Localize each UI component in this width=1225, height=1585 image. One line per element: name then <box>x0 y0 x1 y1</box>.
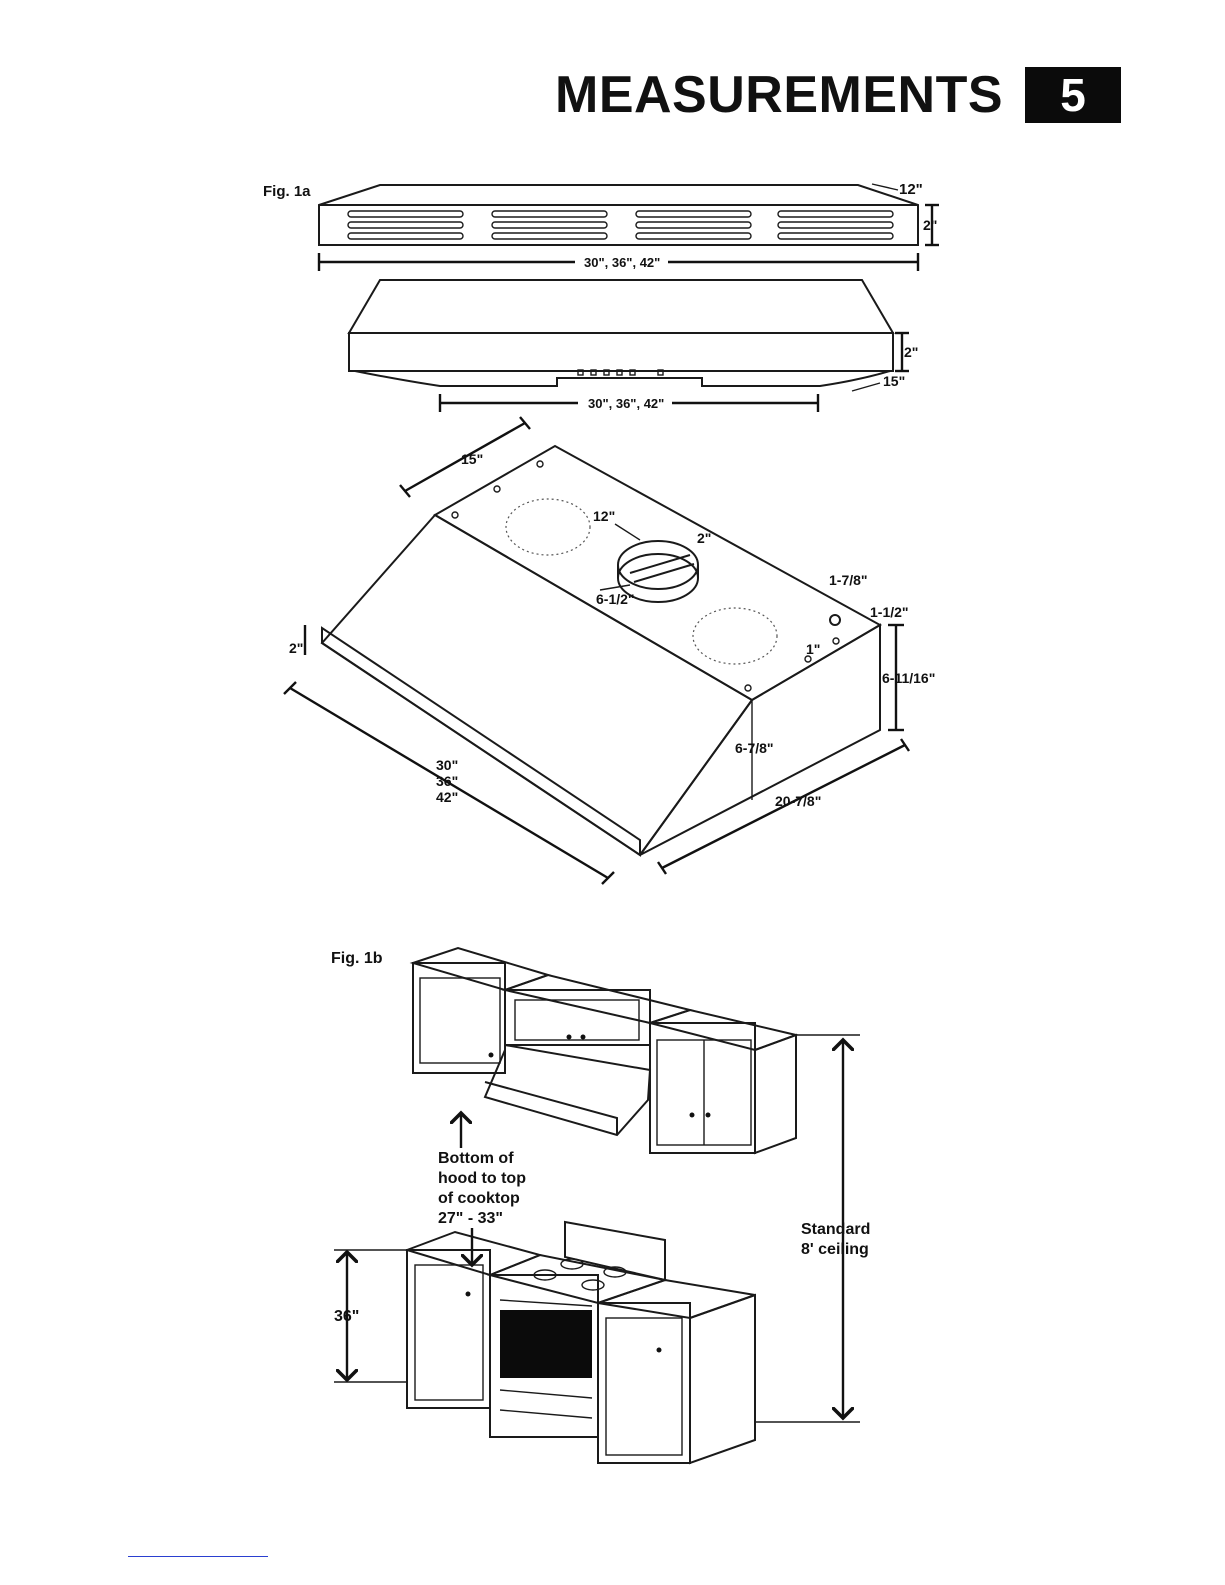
iso-duct-offset-label: 12" <box>593 508 615 524</box>
page-title: MEASUREMENTS <box>555 66 1003 124</box>
ceiling-line-2: 8' ceiling <box>801 1241 869 1258</box>
iso-hole-offset-label: 1-1/2" <box>870 604 909 620</box>
front-view-drawing <box>349 280 909 412</box>
iso-side-height-label: 6-7/8" <box>735 740 774 756</box>
top-view-width-label: 30", 36", 42" <box>584 255 660 270</box>
iso-bottom-depth-label: 20-7/8" <box>775 793 821 809</box>
upper-cabinets-drawing <box>413 948 796 1153</box>
iso-back-height-label: 6-11/16" <box>882 670 935 686</box>
fig-1a-isometric-view: 15" 12" 2" 6-1/2" 1-7/8" 1-1/2" 1" 6-11/… <box>0 415 1225 895</box>
top-view-depth-label: 12" <box>899 181 923 198</box>
fig-1b-label: Fig. 1b <box>331 950 383 967</box>
clearance-line-3: of cooktop <box>438 1190 520 1207</box>
clearance-line-1: Bottom of <box>438 1150 514 1167</box>
iso-slot-offset-label: 1" <box>806 641 820 657</box>
front-view-width-label: 30", 36", 42" <box>588 396 664 411</box>
iso-collar-height-label: 2" <box>697 530 711 546</box>
page-header: MEASUREMENTS 5 <box>555 66 1121 124</box>
top-view-height-label: 2" <box>923 217 937 233</box>
iso-width-36-label: 36" <box>436 773 458 789</box>
fig-1a-orthographic-views: Fig. 1a 30", 36", 42" 12" 2" <box>0 170 1225 420</box>
iso-front-height-label: 2" <box>289 640 303 656</box>
iso-width-30-label: 30" <box>436 757 458 773</box>
base-cabinets-drawing <box>407 1222 755 1463</box>
clearance-line-4: 27" - 33" <box>438 1210 503 1227</box>
fig-1b-installation: Fig. 1b <box>0 935 1225 1495</box>
front-view-depth-label: 15" <box>883 373 905 389</box>
clearance-line-2: hood to top <box>438 1170 526 1187</box>
counter-height-label: 36" <box>334 1308 359 1325</box>
iso-hole-dia-label: 1-7/8" <box>829 572 868 588</box>
fig-1a-label: Fig. 1a <box>263 183 311 200</box>
ceiling-line-1: Standard <box>801 1221 870 1238</box>
front-view-height-label: 2" <box>904 344 918 360</box>
page-number-badge: 5 <box>1025 67 1121 123</box>
iso-depth-top-label: 15" <box>461 451 483 467</box>
footer-link-rule <box>128 1556 268 1557</box>
iso-duct-offset-side-label: 6-1/2" <box>596 591 635 607</box>
iso-width-42-label: 42" <box>436 789 458 805</box>
